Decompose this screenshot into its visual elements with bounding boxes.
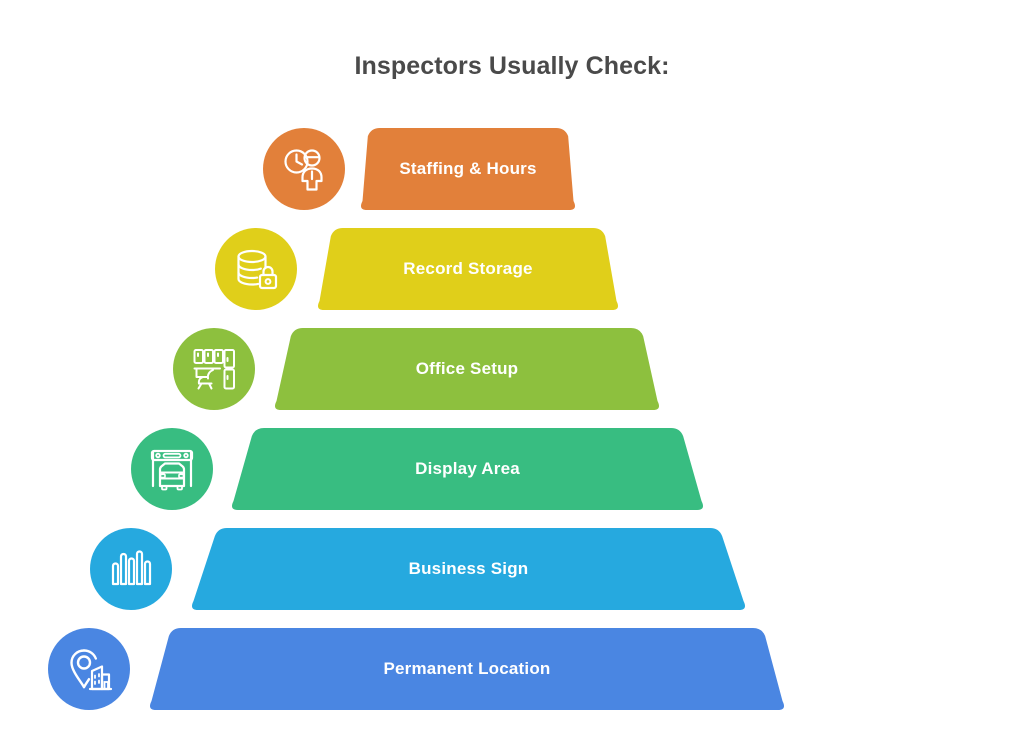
pyramid-level-label: Record Storage [403, 258, 533, 278]
pyramid-band[interactable]: Permanent Location [147, 628, 787, 710]
pyramid-band[interactable]: Display Area [229, 428, 706, 510]
pyramid-level-label: Business Sign [408, 558, 529, 578]
pyramid-band[interactable]: Record Storage [315, 228, 621, 310]
office-furniture-icon [173, 328, 255, 410]
building-skyline-icon [90, 528, 172, 610]
pyramid-level: Office Setup [0, 328, 1024, 410]
pyramid-level: Business Sign [0, 528, 1024, 610]
pyramid-level-label: Display Area [415, 458, 520, 478]
pyramid-level: Display Area [0, 428, 1024, 510]
pyramid-level: Record Storage [0, 228, 1024, 310]
clock-person-icon [263, 128, 345, 210]
pyramid-level-label: Permanent Location [383, 658, 551, 678]
map-pin-building-icon [48, 628, 130, 710]
pyramid-level-label: Office Setup [415, 358, 519, 378]
pyramid-level: Staffing & Hours [0, 128, 1024, 210]
page-title: Inspectors Usually Check: [354, 52, 670, 80]
vehicle-display-icon [131, 428, 213, 510]
pyramid-band[interactable]: Office Setup [272, 328, 662, 410]
database-lock-icon [215, 228, 297, 310]
pyramid-level: Permanent Location [0, 628, 1024, 710]
pyramid-level-label: Staffing & Hours [399, 158, 537, 178]
pyramid-band[interactable]: Business Sign [189, 528, 748, 610]
pyramid-band[interactable]: Staffing & Hours [358, 128, 578, 210]
